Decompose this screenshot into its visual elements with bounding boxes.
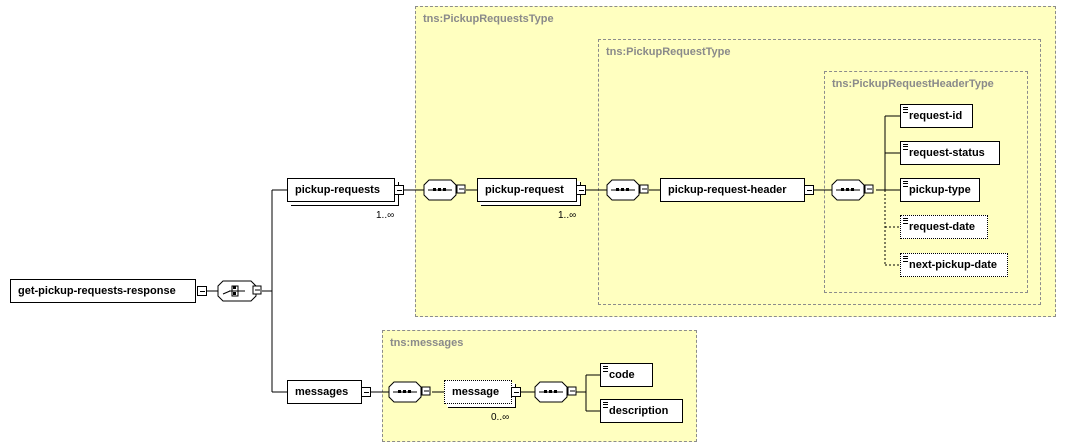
leaf-element-icon [903,256,908,262]
pickup-request-node[interactable]: pickup-request [477,178,577,202]
pickup-request-cardinality: 1..∞ [558,210,577,221]
leaf-element-icon [903,107,908,113]
leaf-element-icon [603,402,608,408]
field-label: pickup-type [909,184,971,196]
pickup-request-label: pickup-request [485,184,564,196]
sequence-compositor-icon[interactable] [534,381,580,405]
messages-node[interactable]: messages [287,380,362,404]
field-request-id[interactable]: request-id [900,104,973,128]
sequence-compositor-icon[interactable] [423,179,469,203]
pickup-requests-node[interactable]: pickup-requests [287,178,395,202]
choice-compositor-icon[interactable] [217,280,263,304]
field-next-pickup-date[interactable]: next-pickup-date [900,253,1008,277]
collapse-toggle-icon[interactable] [804,185,814,195]
root-element-node[interactable]: get-pickup-requests-response [10,279,196,303]
field-request-status[interactable]: request-status [900,141,1000,165]
pickup-request-header-type-label: tns:PickupRequestHeaderType [832,78,994,90]
messages-label: messages [295,386,349,398]
pickup-requests-type-label: tns:PickupRequestsType [423,13,554,25]
field-pickup-type[interactable]: pickup-type [900,178,980,202]
field-label: description [609,405,669,417]
collapse-toggle-icon[interactable] [394,185,404,195]
leaf-element-icon [903,144,908,150]
message-label: message [452,386,500,398]
pickup-request-type-box: tns:PickupRequestType [598,39,1041,305]
sequence-compositor-icon[interactable] [831,179,877,203]
pickup-requests-label: pickup-requests [295,184,380,196]
pickup-request-header-node[interactable]: pickup-request-header [660,178,805,202]
collapse-toggle-icon[interactable] [511,387,521,397]
pickup-requests-cardinality: 1..∞ [376,210,395,221]
pickup-request-type-label: tns:PickupRequestType [606,46,731,58]
message-cardinality: 0..∞ [491,412,510,423]
collapse-toggle-icon[interactable] [576,185,586,195]
pickup-request-header-type-box: tns:PickupRequestHeaderType [824,71,1028,293]
sequence-compositor-icon[interactable] [388,381,434,405]
sequence-compositor-icon[interactable] [606,179,652,203]
collapse-toggle-icon[interactable] [361,387,371,397]
field-description[interactable]: description [600,399,683,423]
collapse-toggle-icon[interactable] [197,286,207,296]
field-label: next-pickup-date [909,259,998,271]
message-node[interactable]: message [444,380,512,404]
field-label: code [609,369,635,381]
field-label: request-date [909,221,976,233]
field-label: request-id [909,110,963,122]
field-request-date[interactable]: request-date [900,215,988,239]
field-code[interactable]: code [600,363,653,387]
leaf-element-icon [603,366,608,372]
root-element-label: get-pickup-requests-response [18,285,176,297]
messages-type-label: tns:messages [390,337,464,349]
leaf-element-icon [903,218,908,224]
field-label: request-status [909,147,985,159]
pickup-request-header-label: pickup-request-header [668,184,787,196]
leaf-element-icon [903,181,908,187]
